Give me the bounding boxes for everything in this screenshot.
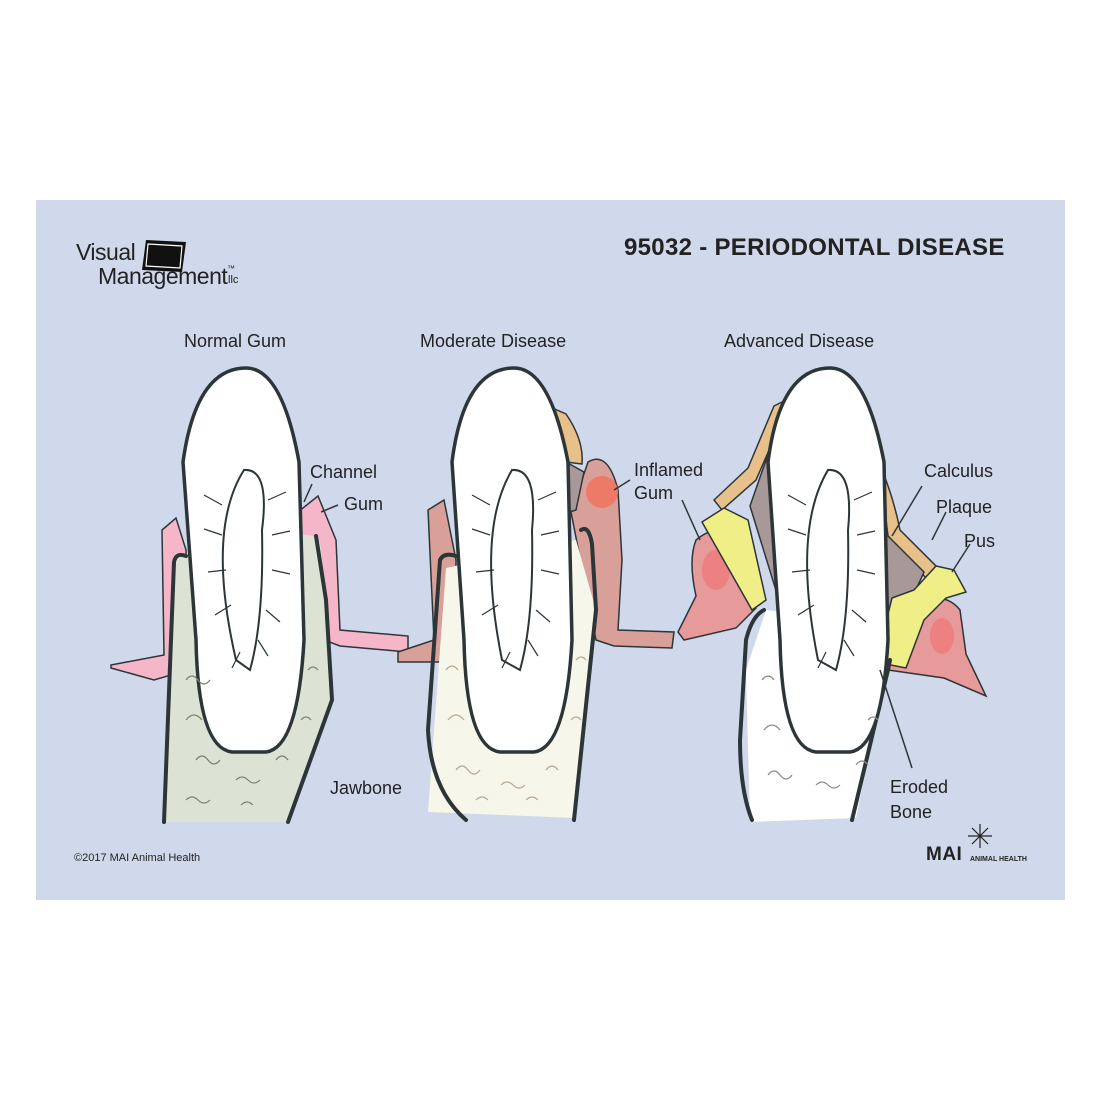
- logo-suffix: llc: [228, 274, 239, 286]
- copyright-text: ©2017 MAI Animal Health: [74, 852, 201, 864]
- mai-star-icon: [968, 824, 992, 848]
- label-pus: Pus: [964, 531, 996, 551]
- calculus-pointer: [891, 485, 923, 537]
- gum-pointer: [320, 504, 339, 513]
- infection-spot-right: [930, 618, 954, 654]
- nerve-lines-advanced: [787, 491, 876, 669]
- panel-heading-normal: Normal Gum: [184, 331, 287, 351]
- logo-tm: ™: [227, 264, 235, 273]
- visual-management-logo-mark: [142, 240, 186, 272]
- label-eroded-1: Eroded: [890, 777, 949, 797]
- panel-heading-advanced: Advanced Disease: [724, 331, 875, 351]
- logo-line2: Management: [98, 263, 228, 289]
- inflamed-advanced-pointer: [681, 499, 701, 541]
- brand-name: MAI: [926, 844, 963, 865]
- label-plaque: Plaque: [936, 497, 993, 517]
- page-title: 95032 - PERIODONTAL DISEASE: [624, 234, 1005, 261]
- label-jawbone: Jawbone: [330, 778, 403, 798]
- nerve-lines-moderate: [471, 491, 560, 669]
- bone-texture-advanced: [761, 675, 879, 789]
- tooth-normal: [110, 366, 409, 824]
- label-channel: Channel: [310, 462, 378, 482]
- label-inflamed-1: Inflamed: [634, 460, 704, 480]
- pulp-moderate: [490, 468, 535, 672]
- pus-advanced: [700, 507, 968, 669]
- logo-line1: Visual: [76, 239, 136, 265]
- jawbone-advanced-outline: [737, 608, 892, 822]
- inflamed-pointer: [613, 479, 631, 491]
- nerve-lines-normal: [203, 491, 291, 669]
- pulp-normal: [221, 468, 265, 672]
- diagram-card: Visual Management ™ llc 95032 - PERIODON…: [36, 200, 1065, 900]
- tooth-advanced: [677, 366, 988, 822]
- channel-pointer: [303, 483, 313, 503]
- label-eroded-2: Bone: [890, 802, 933, 822]
- periodontal-illustration: [110, 240, 992, 848]
- bone-texture-normal: [185, 666, 319, 806]
- jawbone-normal-outline: [162, 534, 335, 824]
- label-calculus: Calculus: [924, 461, 994, 481]
- bone-texture-moderate: [445, 656, 587, 801]
- gum-normal: [110, 516, 189, 681]
- label-inflamed-2: Gum: [634, 483, 674, 503]
- panel-heading-moderate: Moderate Disease: [420, 331, 567, 351]
- gum-moderate-left: [397, 498, 457, 663]
- brand-sub: ANIMAL HEALTH: [970, 856, 1027, 863]
- eroded-pointer: [879, 669, 913, 769]
- label-gum: Gum: [344, 494, 384, 514]
- pulp-advanced: [806, 468, 851, 672]
- pus-pointer: [951, 543, 971, 573]
- tooth-moderate: [397, 366, 675, 822]
- inflamed-spot: [586, 476, 618, 508]
- plaque-pointer: [931, 511, 947, 541]
- jawbone-moderate-outline: [425, 527, 599, 822]
